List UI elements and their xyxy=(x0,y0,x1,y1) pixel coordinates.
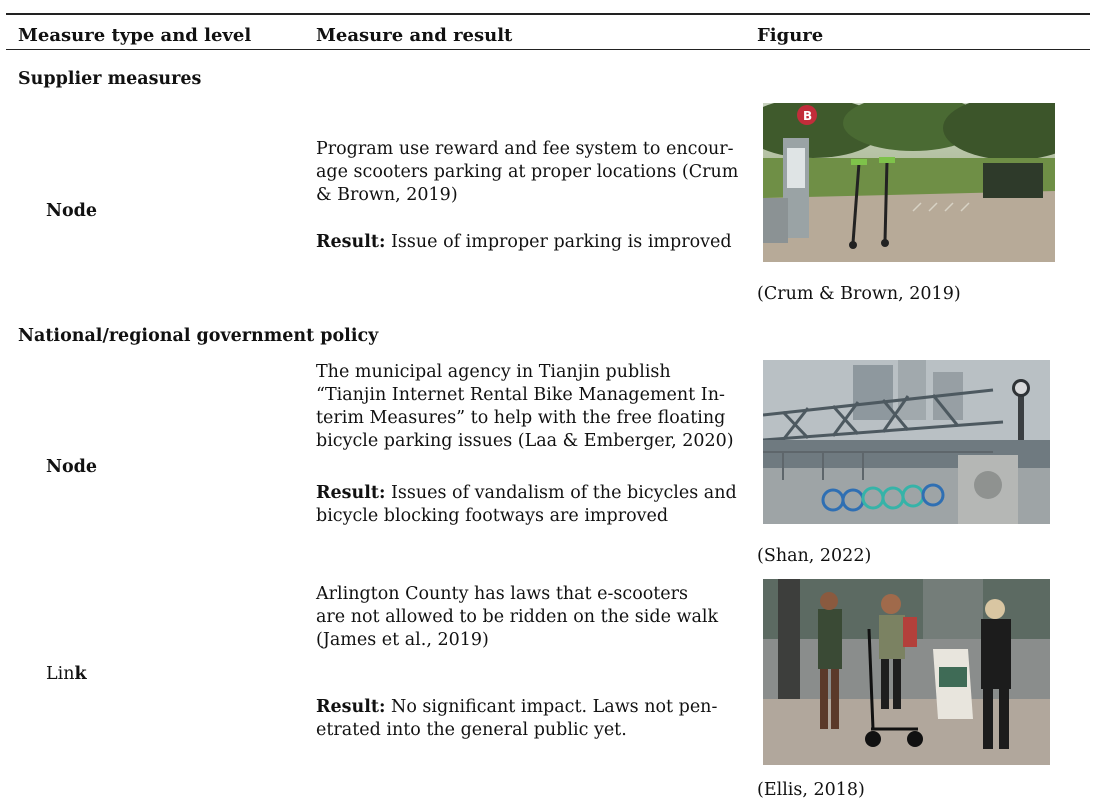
measure-line: & Brown, 2019) xyxy=(316,185,458,205)
level-bold: k xyxy=(74,664,87,684)
header-figure: Figure xyxy=(757,25,824,46)
result-text: Issue of improper parking is improved xyxy=(385,232,732,252)
header-rule xyxy=(6,49,1090,50)
row-level: Link xyxy=(46,663,87,686)
row-result: Result: Issue of improper parking is imp… xyxy=(316,231,732,254)
measure-line: age scooters parking at proper locations… xyxy=(316,162,739,182)
measure-line: Arlington County has laws that e-scooter… xyxy=(316,584,689,604)
figure-caption: (Ellis, 2018) xyxy=(757,780,865,800)
measure-line: Program use reward and fee system to enc… xyxy=(316,139,734,159)
bike-station-sign-icon xyxy=(797,105,817,125)
measure-line: (James et al., 2019) xyxy=(316,630,489,650)
figure-bike-parking-photo xyxy=(763,360,1050,524)
measure-line: The municipal agency in Tianjin publish xyxy=(316,362,671,382)
result-line: etrated into the general public yet. xyxy=(316,720,627,740)
result-text: Issues of vandalism of the bicycles and xyxy=(385,483,737,503)
figure-caption: (Crum & Brown, 2019) xyxy=(757,284,961,304)
row-level: Node xyxy=(46,457,98,477)
figure-street-scooter-photo xyxy=(763,579,1050,765)
result-line: Result: Issues of vandalism of the bicyc… xyxy=(316,482,737,505)
result-label: Result: xyxy=(316,232,386,252)
top-rule xyxy=(6,13,1090,15)
result-line: Result: No significant impact. Laws not … xyxy=(316,696,717,719)
result-label: Result: xyxy=(316,697,386,717)
measure-line: are not allowed to be ridden on the side… xyxy=(316,607,719,627)
svg-text:B: B xyxy=(803,109,812,123)
measure-line: terim Measures” to help with the free fl… xyxy=(316,408,726,428)
result-text: No significant impact. Laws not pen- xyxy=(385,697,718,717)
result-label: Result: xyxy=(316,483,386,503)
header-measure-type: Measure type and level xyxy=(18,25,252,46)
row-level: Node xyxy=(46,201,98,221)
section-title-government: National/regional government policy xyxy=(18,326,379,346)
section-title-supplier: Supplier measures xyxy=(18,69,202,89)
figure-scooter-parking-photo: B xyxy=(763,103,1055,262)
figure-caption: (Shan, 2022) xyxy=(757,546,872,566)
level-plain: Lin xyxy=(46,664,75,684)
header-measure-result: Measure and result xyxy=(316,25,513,46)
measure-line: bicycle parking issues (Laa & Emberger, … xyxy=(316,431,734,451)
result-line: bicycle blocking footways are improved xyxy=(316,506,669,526)
measure-line: “Tianjin Internet Rental Bike Management… xyxy=(316,385,725,405)
